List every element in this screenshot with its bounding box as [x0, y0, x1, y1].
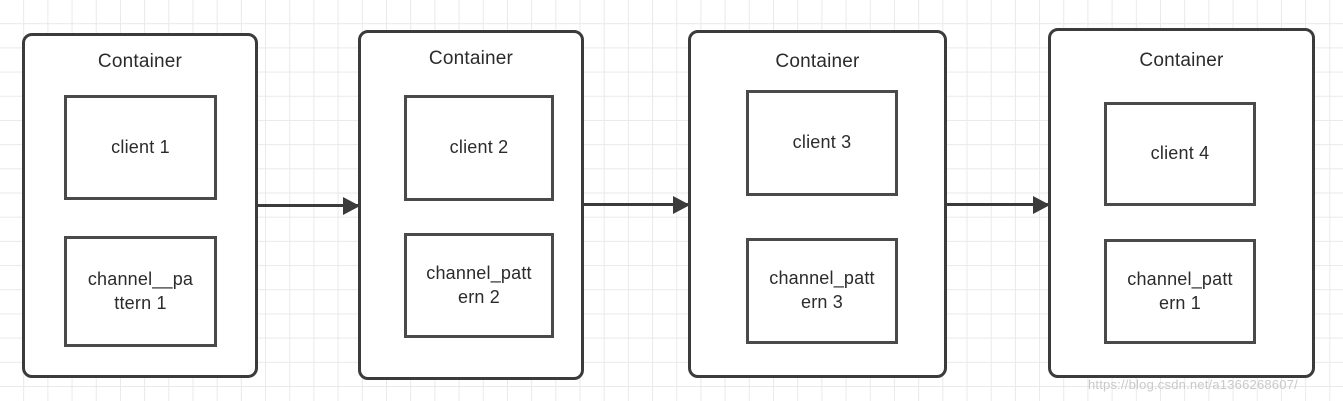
arrow-container-2-to-3 — [584, 203, 688, 206]
container-4-title: Container — [1139, 50, 1224, 71]
container-3-client-label: client 3 — [792, 132, 852, 153]
container-1-client-box[interactable]: client 1 — [64, 95, 217, 200]
container-1[interactable]: Container client 1 channel__pa ttern 1 — [22, 33, 258, 378]
container-3-title: Container — [775, 51, 860, 72]
container-3-client-box[interactable]: client 3 — [746, 90, 898, 196]
container-2-channel-box[interactable]: channel_patt ern 2 — [404, 233, 554, 338]
container-4[interactable]: Container client 4 channel_patt ern 1 — [1048, 28, 1315, 378]
container-1-client-label: client 1 — [111, 136, 170, 157]
container-2[interactable]: Container client 2 channel_patt ern 2 — [358, 30, 584, 380]
container-3[interactable]: Container client 3 channel_patt ern 3 — [688, 30, 947, 378]
container-4-client-box[interactable]: client 4 — [1104, 102, 1256, 206]
container-2-client-label: client 2 — [449, 137, 509, 158]
container-4-channel-label: channel_patt ern 1 — [1127, 268, 1233, 313]
container-3-channel-box[interactable]: channel_patt ern 3 — [746, 238, 898, 344]
container-2-title: Container — [428, 48, 514, 69]
container-1-channel-box[interactable]: channel__pa ttern 1 — [64, 236, 217, 347]
arrow-container-3-to-4 — [947, 203, 1048, 206]
container-1-channel-label: channel__pa ttern 1 — [87, 268, 194, 313]
watermark: https://blog.csdn.net/a1366268607/ — [1088, 377, 1298, 392]
container-2-channel-label: channel_patt ern 2 — [426, 262, 532, 307]
container-3-channel-label: channel_patt ern 3 — [769, 268, 875, 312]
arrow-container-1-to-2 — [258, 204, 358, 207]
container-1-title: Container — [97, 51, 183, 72]
container-4-client-label: client 4 — [1150, 143, 1210, 164]
container-2-client-box[interactable]: client 2 — [404, 95, 554, 201]
container-4-channel-box[interactable]: channel_patt ern 1 — [1104, 239, 1256, 344]
